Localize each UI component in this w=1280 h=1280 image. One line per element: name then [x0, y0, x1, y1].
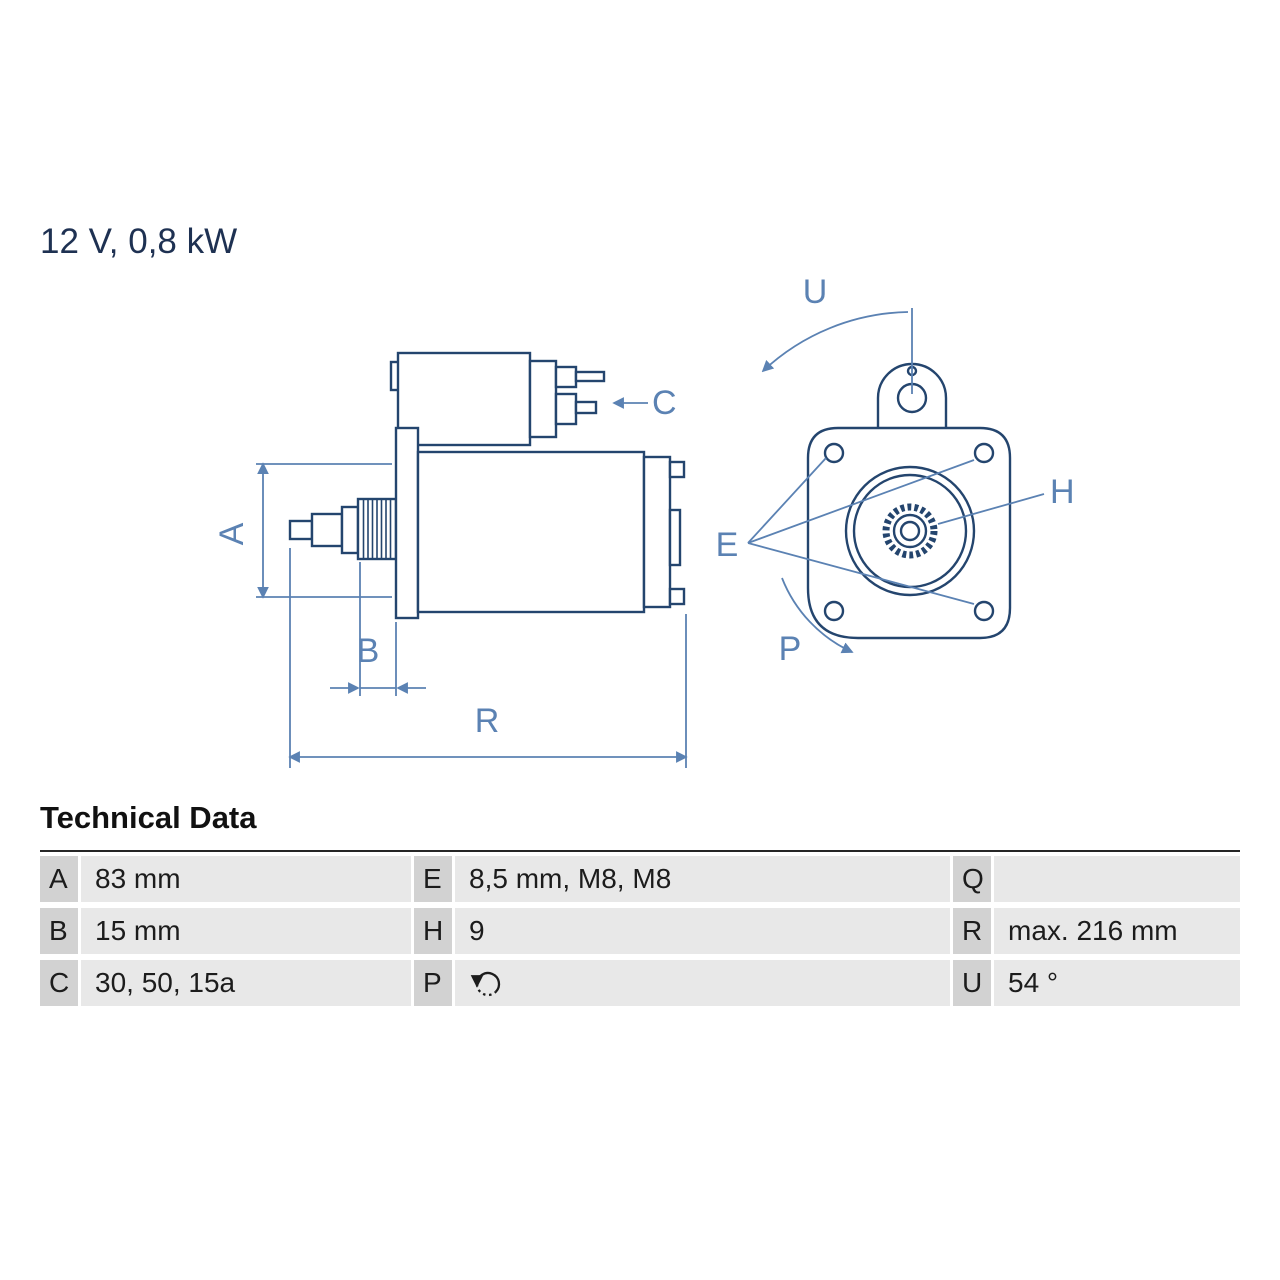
- key-cell-C: C: [40, 960, 78, 1006]
- key-cell-H: H: [414, 908, 452, 954]
- dim-label-H: H: [1050, 473, 1075, 511]
- starter-motor-front-view: U H E P: [716, 273, 1075, 668]
- rotation-ccw-icon: [470, 971, 501, 997]
- solenoid: [396, 351, 532, 447]
- callout-E: E: [716, 457, 975, 605]
- bolt-hole-bottom-left: [823, 600, 845, 622]
- value-cell-R: max. 216 mm: [994, 908, 1240, 954]
- value-cell-B: 15 mm: [81, 908, 411, 954]
- dim-label-E: E: [716, 526, 739, 564]
- key-cell-R: R: [953, 908, 991, 954]
- dim-label-P: P: [779, 630, 802, 668]
- pinion-teeth-front: [882, 503, 938, 559]
- motor-body: [416, 450, 646, 614]
- value-cell-P: [455, 960, 950, 1006]
- bolt-hole-bottom-right: [973, 600, 995, 622]
- key-cell-E: E: [414, 856, 452, 902]
- key-cell-A: A: [40, 856, 78, 902]
- key-cell-Q: Q: [953, 856, 991, 902]
- terminal-pin-upper: [574, 370, 606, 383]
- bolt-hole-top-left: [823, 442, 845, 464]
- dimension-U: U: [761, 273, 913, 394]
- mounting-flange: [394, 426, 420, 620]
- dim-label-C: C: [652, 384, 677, 422]
- shaft-bore: [899, 520, 921, 542]
- table-row: A 83 mm E 8,5 mm, M8, M8 Q: [40, 856, 1240, 902]
- value-cell-H: 9: [455, 908, 950, 954]
- dim-label-R: R: [475, 702, 500, 740]
- key-cell-B: B: [40, 908, 78, 954]
- technical-data-section: Technical Data A 83 mm E 8,5 mm, M8, M8 …: [40, 800, 1240, 1006]
- callout-H: H: [937, 473, 1075, 525]
- dim-label-U: U: [803, 273, 828, 311]
- dimension-R: R: [288, 548, 688, 768]
- dim-label-A: A: [213, 522, 251, 545]
- starter-motor-side-view: A B R C: [213, 351, 688, 768]
- table-row: C 30, 50, 15a P U 54 °: [40, 960, 1240, 1006]
- technical-data-heading: Technical Data: [40, 800, 257, 835]
- key-cell-U: U: [953, 960, 991, 1006]
- value-cell-U: 54 °: [994, 960, 1240, 1006]
- value-cell-Q: [994, 856, 1240, 902]
- pinion-teeth: [362, 499, 392, 559]
- table-row: B 15 mm H 9 R max. 216 mm: [40, 908, 1240, 954]
- dim-label-B: B: [357, 632, 380, 670]
- value-cell-E: 8,5 mm, M8, M8: [455, 856, 950, 902]
- bolt-hole-top-right: [973, 442, 995, 464]
- key-cell-P: P: [414, 960, 452, 1006]
- technical-drawing: A B R C: [213, 273, 1075, 768]
- rotation-direction-P: P: [779, 577, 854, 668]
- value-cell-A: 83 mm: [81, 856, 411, 902]
- technical-data-table: A 83 mm E 8,5 mm, M8, M8 Q B 15 mm H 9 R…: [40, 850, 1240, 1006]
- value-cell-C: 30, 50, 15a: [81, 960, 411, 1006]
- callout-C: C: [612, 384, 677, 422]
- voltage-power-title: 12 V, 0,8 kW: [40, 222, 238, 261]
- dimension-B: B: [330, 562, 426, 696]
- dimension-A: A: [213, 462, 392, 599]
- terminal-pin-lower: [574, 400, 598, 415]
